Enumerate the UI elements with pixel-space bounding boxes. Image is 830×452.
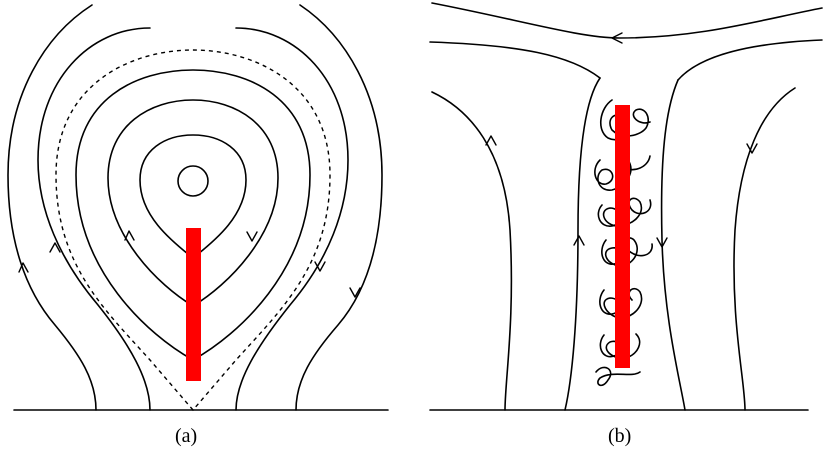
panel-a-arrow-up-icon bbox=[124, 230, 135, 241]
panel-b-red-bar bbox=[615, 105, 630, 368]
panel-a-red-bar bbox=[186, 228, 201, 381]
panel-a-streamline-closed-3 bbox=[75, 69, 311, 361]
panel-a-streamline-outer-right bbox=[295, 4, 383, 411]
panel-b-arrow-down-icon bbox=[656, 237, 668, 248]
panel-a-streamline-closed-1 bbox=[139, 134, 247, 259]
panel-a-label: (a) bbox=[175, 425, 198, 447]
panel-a-streamline-closed-2 bbox=[107, 99, 279, 307]
panel-b bbox=[429, 2, 823, 411]
panel-b-arrow-up-icon bbox=[573, 235, 585, 246]
panel-a-arrow-up-icon bbox=[18, 262, 29, 273]
panel-b-streamline-right-outer bbox=[733, 87, 796, 411]
panel-a-streamline-open-left bbox=[37, 27, 151, 411]
panel-a-arrow-down-icon bbox=[349, 287, 361, 298]
panel-a-streamline-outer-left bbox=[7, 4, 97, 411]
panel-a-arrow-down-icon bbox=[246, 231, 258, 242]
panel-b-streamline-top-3 bbox=[677, 39, 823, 81]
panel-b-label: (b) bbox=[608, 425, 632, 447]
panel-b-streamline-top-2 bbox=[429, 41, 601, 79]
panel-b-arrow-down-icon bbox=[746, 143, 758, 154]
panel-b-streamline-top-1 bbox=[431, 2, 823, 39]
panel-b-arrow-left-icon bbox=[611, 32, 623, 44]
panel-a-streamline-open-right bbox=[235, 27, 349, 411]
panel-b-streamline-left-outer bbox=[431, 91, 513, 411]
panel-b-streamline-right-inner bbox=[660, 79, 686, 411]
panel-b-arrow-up-icon bbox=[485, 135, 497, 146]
panel-b-streamline-left-inner bbox=[564, 77, 601, 411]
panel-a-separatrix-dashed bbox=[55, 49, 331, 412]
panel-a-arrow-up-icon bbox=[49, 242, 61, 253]
panel-a-arrow-down-icon bbox=[314, 261, 326, 272]
panel-a bbox=[7, 4, 389, 412]
panel-a-streamline-core bbox=[177, 165, 209, 197]
